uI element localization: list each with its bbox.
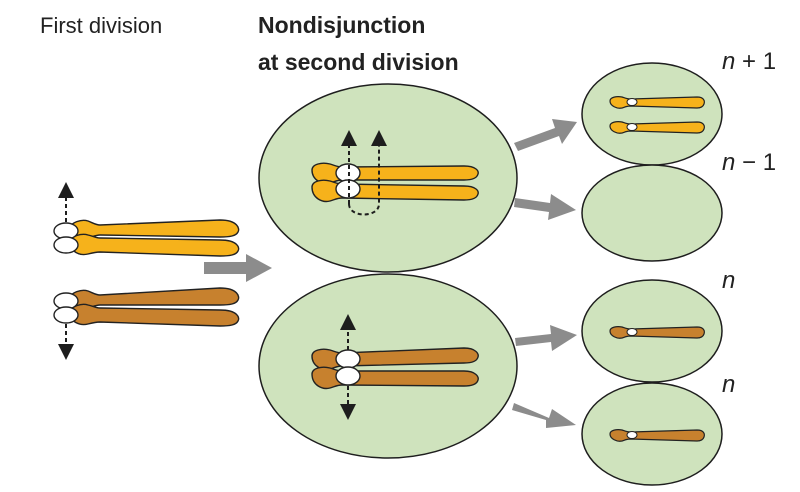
- first-division-chromosomes: [53, 182, 240, 360]
- bottom-secondary-cell: [258, 273, 518, 459]
- top-secondary-cell: [258, 83, 518, 273]
- centromere: [53, 236, 79, 254]
- chromosome: [609, 121, 705, 134]
- centromere: [626, 98, 638, 106]
- progression-arrow: [204, 254, 272, 282]
- chromatid: [69, 303, 240, 327]
- gamete-n-a: [581, 279, 723, 383]
- progression-arrow: [514, 194, 576, 220]
- progression-arrow: [514, 119, 577, 151]
- ploidy-label-n: n: [722, 371, 735, 398]
- chromatid: [69, 233, 240, 257]
- brown-homolog-pair: [53, 287, 240, 327]
- chromosome: [609, 326, 705, 339]
- centromere: [626, 123, 638, 131]
- progression-arrow: [512, 403, 576, 428]
- gamete-n-minus-1: [581, 164, 723, 262]
- gamete-n-plus-1: [581, 62, 723, 166]
- nondisjunction-title-line2: at second division: [258, 49, 459, 75]
- ploidy-label-n-plus-1: n + 1: [722, 48, 776, 75]
- ploidy-label-n-minus-1: n − 1: [722, 149, 776, 176]
- centromere: [335, 349, 361, 369]
- centromere: [626, 431, 638, 439]
- nondisjunction-title-line1: Nondisjunction: [258, 12, 425, 38]
- chromosome: [609, 429, 705, 442]
- centromere: [53, 306, 79, 324]
- progression-arrow: [515, 325, 577, 351]
- centromere: [626, 328, 638, 336]
- chromosome: [609, 96, 705, 109]
- chromatid: [69, 219, 240, 240]
- centromere: [335, 366, 361, 386]
- yellow-homolog-pair: [53, 219, 240, 257]
- gamete-n-b: [581, 382, 723, 486]
- ploidy-label-n: n: [722, 267, 735, 294]
- chromatid: [69, 287, 240, 310]
- first-division-label: First division: [40, 13, 162, 38]
